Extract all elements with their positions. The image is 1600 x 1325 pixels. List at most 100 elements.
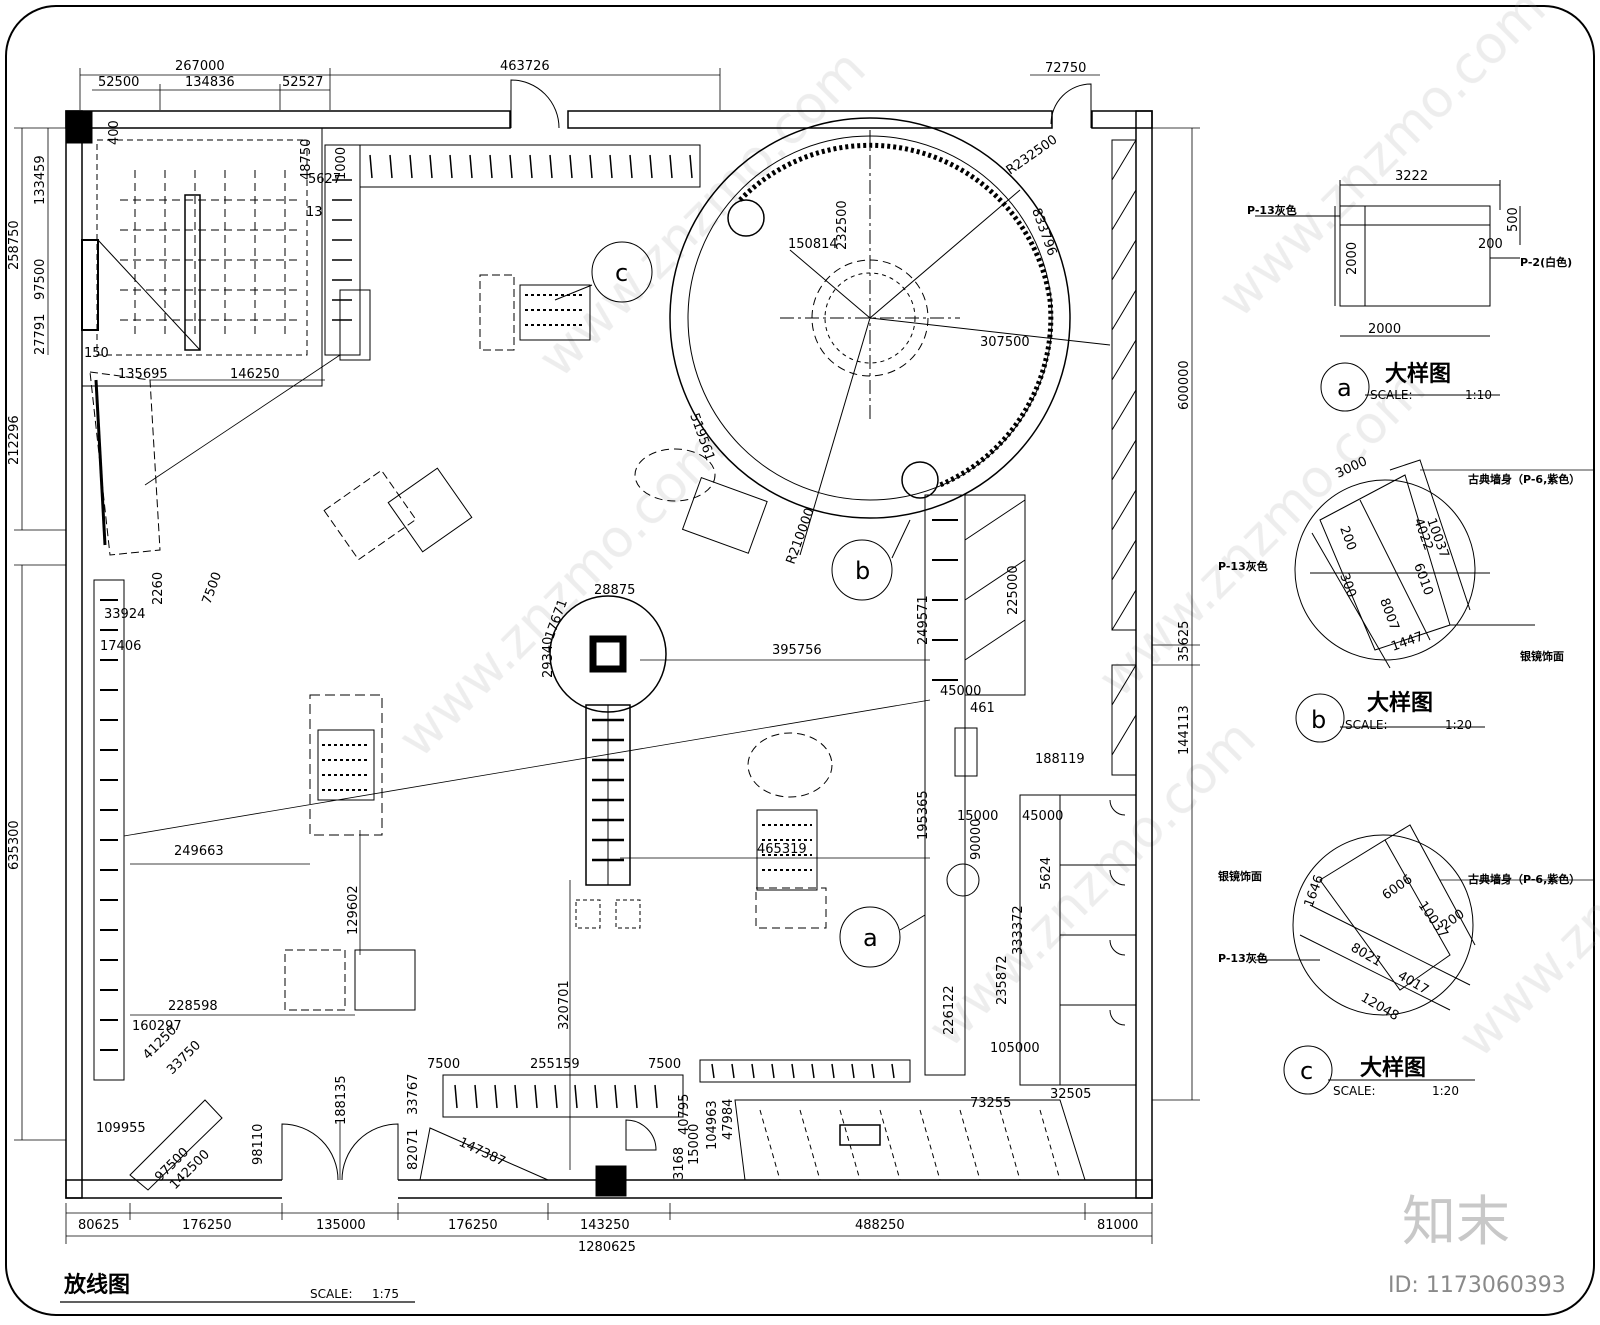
detail-c [1255,824,1595,1095]
detail-a-dim: 200 [1478,237,1503,252]
detail-c-bubble: c [1300,1057,1313,1085]
dim-text: 48750 [299,139,314,180]
fitting-room [81,127,323,387]
dim-text: 600000 [1177,360,1192,410]
dim-text: 129602 [346,885,361,935]
dim-text: 135695 [118,367,168,382]
detail-a-dim: 2000 [1368,322,1401,337]
dim-text: 228598 [168,999,218,1014]
wall-rail-left [89,371,161,1081]
dim-text: 45000 [940,684,981,699]
callout-a-label: a [863,924,878,952]
image-id-text: ID: 1173060393 [1388,1273,1566,1298]
logo-watermark: 知末 ID: 1173060393 [1388,1190,1566,1298]
dim-text: 27791 [33,314,48,355]
dim-text: 98110 [251,1124,266,1165]
dim-text: 307500 [980,335,1030,350]
dim-text: 105000 [990,1041,1040,1056]
detail-b-scale-label: SCALE: [1345,718,1388,732]
detail-c-scale-value: 1:20 [1432,1084,1459,1098]
dim-text: 395756 [772,643,822,658]
dim-text: 7500 [427,1057,460,1072]
callout-c-label: c [615,259,628,287]
dim-text: 72750 [1045,61,1086,76]
dim-text: 176250 [448,1218,498,1233]
detail-b-note: 古典墙身（P-6,紫色） [1468,472,1580,486]
dim-text: 488250 [855,1218,905,1233]
dim-text: 400 [107,120,122,145]
dim-text: 15000 [957,809,998,824]
detail-b-dim: 6010 [1410,561,1435,597]
dim-text: 47984 [721,1099,736,1140]
detail-c-note: 银镜饰面 [1218,869,1262,883]
detail-b-scale-value: 1:20 [1445,718,1472,732]
detail-c-dim: 6006 [1380,872,1416,903]
detail-b-note: 银镜饰面 [1520,649,1564,663]
detail-b-dim: 8007 [1376,596,1401,632]
dim-text: 226122 [942,985,957,1035]
drawing-title: 放线图 [63,1272,130,1298]
watermark-site: www.znzmo.com [1207,0,1558,329]
dim-text: 80625 [78,1218,119,1233]
dim-text: 104963 [705,1100,720,1150]
callout-bubbles [554,241,926,968]
detail-a [1255,180,1521,412]
dim-text: 29340 [541,637,556,678]
detail-b-dim: 300 [1336,571,1359,599]
dim-text: 147387 [456,1135,507,1170]
dim-text: 232500 [835,200,850,250]
dim-text: 73255 [970,1096,1011,1111]
dim-text: 463726 [500,59,550,74]
dim-text: 225000 [1006,565,1021,615]
dim-text: 82071 [406,1129,421,1170]
dim-text: 13 [306,205,323,220]
dim-text: 212296 [7,415,22,465]
dim-text: 28875 [594,583,635,598]
dim-text: 40795 [677,1094,692,1135]
dim-text: 635300 [7,820,22,870]
drawing-scale-label: SCALE: [310,1287,353,1301]
dim-text: 5627 [308,172,341,187]
detail-a-dim: 2000 [1345,242,1360,275]
detail-c-dim: 8021 [1348,940,1384,970]
dim-text: 133459 [33,155,48,205]
detail-b-dim: 1447 [1389,629,1425,654]
dim-text: 150814 [788,237,838,252]
dim-text: 176250 [182,1218,232,1233]
dim-text: 45000 [1022,809,1063,824]
dim-text: 249571 [916,595,931,645]
dim-text: 146250 [230,367,280,382]
detail-b-note: P-13灰色 [1218,559,1268,573]
detail-a-scale-label: SCALE: [1370,388,1413,402]
logo-text: 知末 [1402,1190,1510,1253]
dim-text: 267000 [175,59,225,74]
sheet-border [5,5,1595,1316]
dim-text: 1000 [334,147,349,180]
dim-text: 7500 [200,570,225,606]
dim-text: 235872 [995,955,1010,1005]
dim-text: 188119 [1035,752,1085,767]
dim-text: 52527 [282,75,323,90]
dim-text: 33750 [164,1038,204,1078]
drawing-scale-value: 1:75 [372,1287,399,1301]
dim-text: 465319 [757,842,807,857]
walls [65,79,1153,1202]
dim-text: 33924 [104,607,145,622]
detail-c-note: 古典墙身（P-6,紫色） [1468,872,1580,886]
dim-text: 144113 [1177,705,1192,755]
dim-text: 461 [970,701,995,716]
watermark-site: www.znzmo.com [527,38,878,389]
dim-text: 195365 [916,790,931,840]
fitting-cubicles [924,494,1137,1086]
dim-text: 135000 [316,1218,366,1233]
dim-text: 52500 [98,75,139,90]
dim-text: 5624 [1039,857,1054,890]
detail-b-title: 大样图 [1367,690,1433,716]
detail-a-dim: 3222 [1395,169,1428,184]
dimension-texts: 267000 52500 134836 52527 463726 72750 8… [7,59,1192,1255]
cashier-counter [129,1059,1086,1191]
dim-text: 255159 [530,1057,580,1072]
dim-text: 143250 [580,1218,630,1233]
reference-lines [123,354,931,1180]
